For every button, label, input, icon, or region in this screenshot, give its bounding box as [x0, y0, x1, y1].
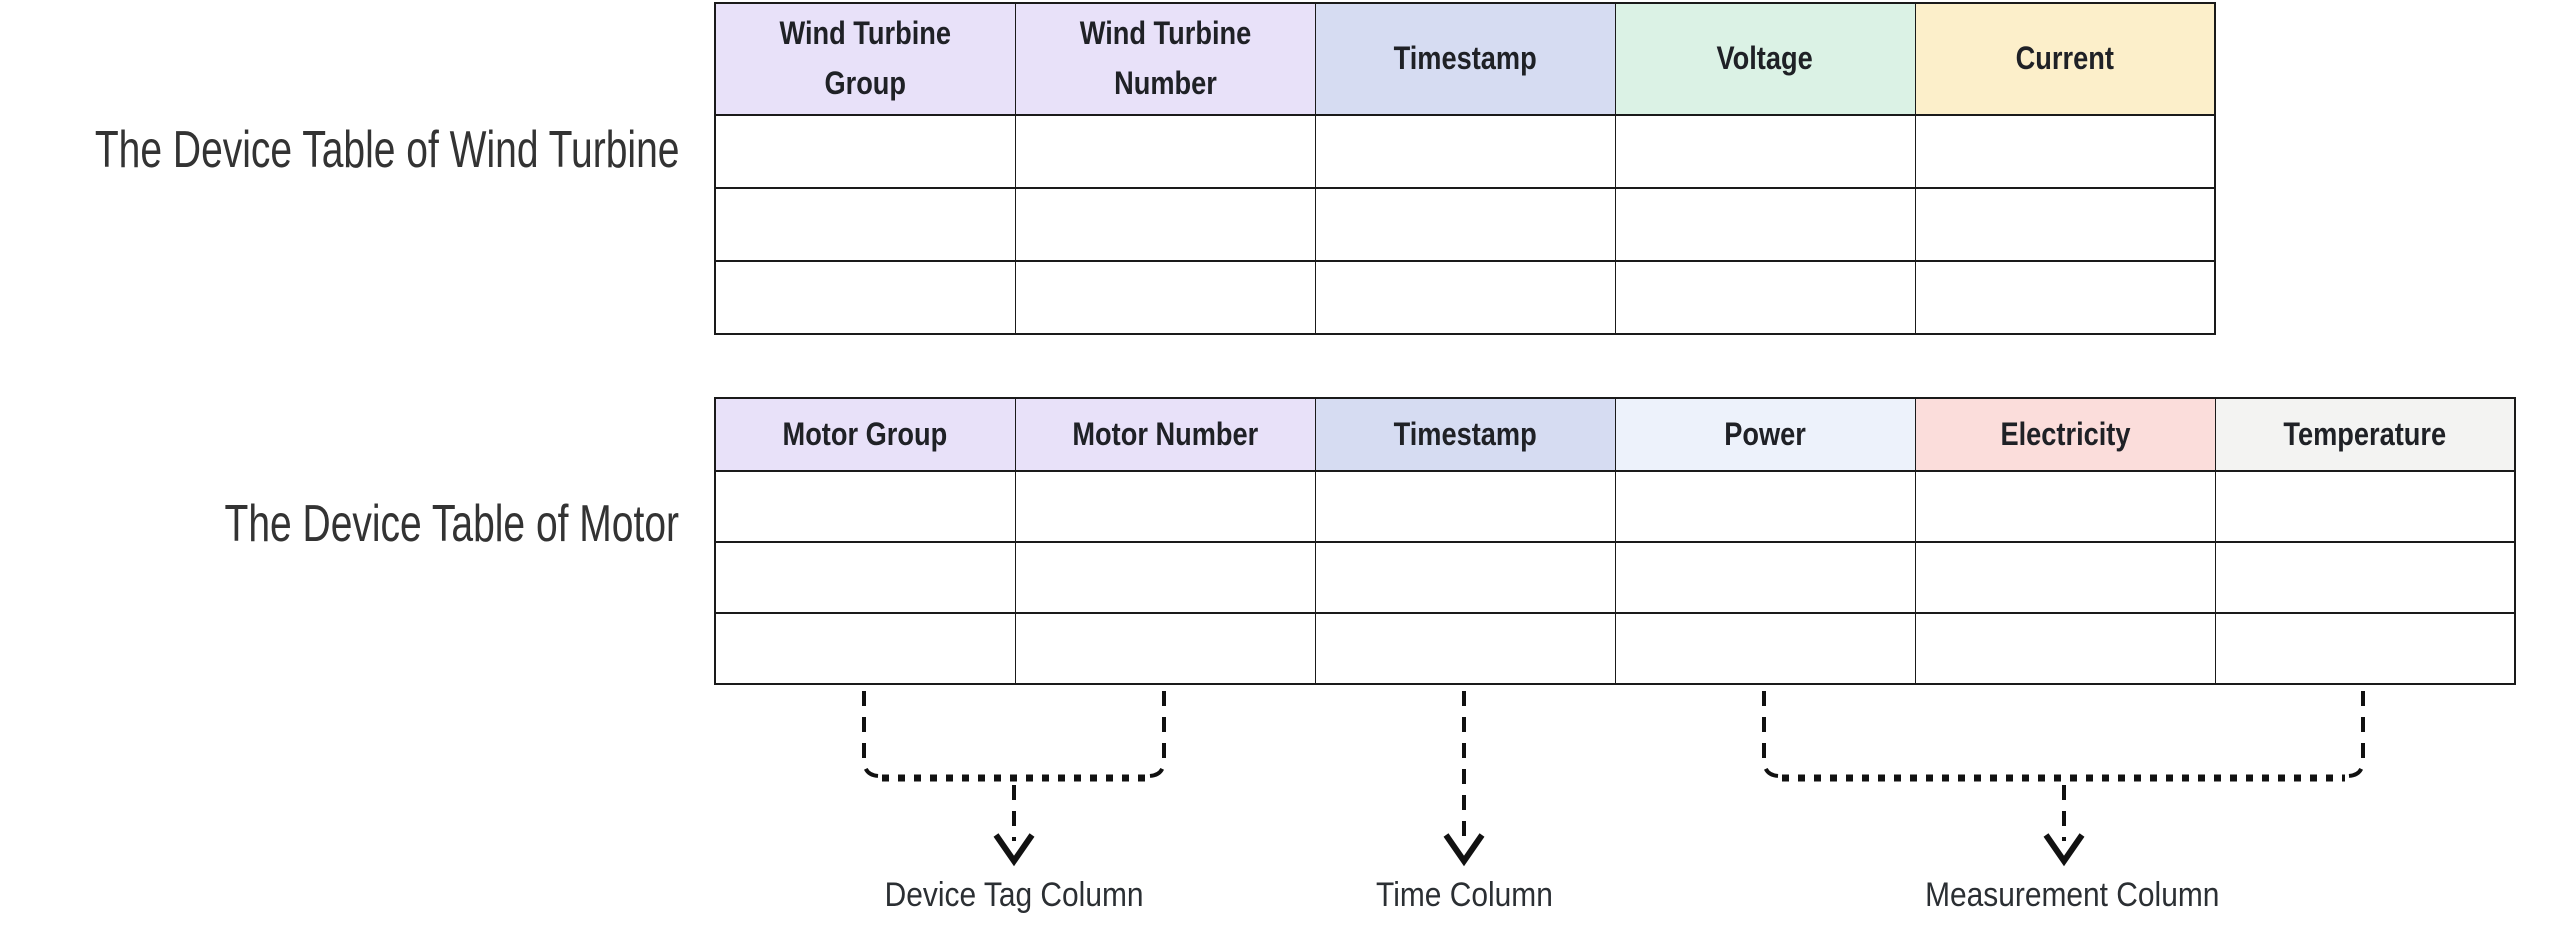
- empty-cell: [1914, 470, 2216, 543]
- empty-cell: [2214, 612, 2516, 685]
- column-header-current: Current: [1914, 2, 2216, 116]
- empty-cell: [2214, 541, 2516, 614]
- column-header-electricity: Electricity: [1914, 397, 2216, 472]
- empty-cell: [1614, 541, 1916, 614]
- empty-cell: [1014, 541, 1316, 614]
- empty-cell: [1014, 260, 1316, 335]
- column-header-temperature: Temperature: [2214, 397, 2516, 472]
- time-column-label: Time Column: [1375, 876, 1553, 914]
- empty-cell: [1614, 114, 1916, 189]
- table-row: [714, 260, 2216, 335]
- column-header-timestamp: Timestamp: [1314, 2, 1616, 116]
- wind-turbine-table-title: The Device Table of Wind Turbine: [94, 121, 679, 179]
- bracket-right-arm: [1147, 691, 1166, 778]
- empty-cell: [714, 612, 1016, 685]
- wind-turbine-header-row: Wind Turbine Group Wind Turbine Number T…: [714, 2, 2216, 116]
- motor-header-row: Motor Group Motor Number Timestamp Power…: [714, 397, 2516, 472]
- empty-cell: [1614, 470, 1916, 543]
- empty-cell: [1914, 260, 2216, 335]
- empty-cell: [714, 114, 1016, 189]
- empty-cell: [1314, 541, 1616, 614]
- empty-cell: [1914, 612, 2216, 685]
- table-row: [714, 612, 2516, 685]
- empty-cell: [1014, 470, 1316, 543]
- device-tag-bracket: [862, 691, 1166, 867]
- bracket-right-arm: [2346, 691, 2365, 778]
- arrow-down-icon: [2043, 833, 2085, 867]
- empty-cell: [1314, 470, 1616, 543]
- column-header-voltage: Voltage: [1614, 2, 1916, 116]
- measurement-column-label: Measurement Column: [1924, 876, 2220, 914]
- empty-cell: [1014, 114, 1316, 189]
- motor-table-title: The Device Table of Motor: [224, 495, 680, 553]
- bracket-left-arm: [862, 691, 881, 778]
- table-row: [714, 114, 2216, 189]
- empty-cell: [1614, 260, 1916, 335]
- column-header-motor-group: Motor Group: [714, 397, 1016, 472]
- motor-table: Motor Group Motor Number Timestamp Power…: [714, 397, 2516, 685]
- empty-cell: [714, 260, 1016, 335]
- column-header-motor-number: Motor Number: [1014, 397, 1316, 472]
- empty-cell: [1014, 612, 1316, 685]
- empty-cell: [714, 470, 1016, 543]
- wind-turbine-table: Wind Turbine Group Wind Turbine Number T…: [714, 2, 2216, 335]
- empty-cell: [1914, 114, 2216, 189]
- empty-cell: [714, 541, 1016, 614]
- annotation-layer: [862, 691, 2365, 867]
- bracket-left-arm: [1762, 691, 1781, 778]
- empty-cell: [714, 187, 1016, 262]
- device-tag-column-label: Device Tag Column: [884, 876, 1144, 914]
- measurement-bracket: [1762, 691, 2365, 867]
- table-row: [714, 541, 2516, 614]
- table-row: [714, 470, 2516, 543]
- empty-cell: [1014, 187, 1316, 262]
- empty-cell: [1314, 187, 1616, 262]
- empty-cell: [2214, 470, 2516, 543]
- empty-cell: [1614, 612, 1916, 685]
- time-arrow: [1443, 691, 1485, 867]
- empty-cell: [1314, 114, 1616, 189]
- column-header-timestamp: Timestamp: [1314, 397, 1616, 472]
- empty-cell: [1914, 541, 2216, 614]
- column-header-wind-turbine-group: Wind Turbine Group: [714, 2, 1016, 116]
- column-header-power: Power: [1614, 397, 1916, 472]
- empty-cell: [1314, 260, 1616, 335]
- empty-cell: [1914, 187, 2216, 262]
- empty-cell: [1314, 612, 1616, 685]
- arrow-down-icon: [993, 833, 1035, 867]
- arrow-down-icon: [1443, 833, 1485, 867]
- empty-cell: [1614, 187, 1916, 262]
- column-header-wind-turbine-number: Wind Turbine Number: [1014, 2, 1316, 116]
- table-row: [714, 187, 2216, 262]
